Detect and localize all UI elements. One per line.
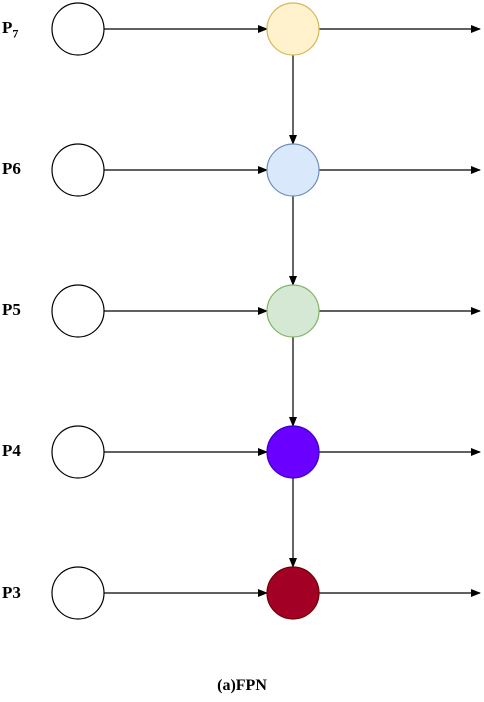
fused-node-p4 bbox=[266, 425, 320, 479]
level-label-p7: P7 bbox=[2, 18, 19, 41]
level-label-p4: P4 bbox=[2, 441, 21, 460]
input-node-p4 bbox=[51, 425, 105, 479]
input-node-p7 bbox=[51, 2, 105, 56]
nodes-group bbox=[51, 2, 320, 620]
level-label-p6: P6 bbox=[2, 159, 21, 178]
input-node-p6 bbox=[51, 143, 105, 197]
fused-node-p3 bbox=[266, 566, 320, 620]
fused-node-p7 bbox=[266, 2, 320, 56]
fused-node-p6 bbox=[266, 143, 320, 197]
input-node-p3 bbox=[51, 566, 105, 620]
level-label-p5: P5 bbox=[2, 300, 21, 319]
diagram-caption: (a)FPN bbox=[217, 677, 267, 694]
input-node-p5 bbox=[51, 284, 105, 338]
fused-node-p5 bbox=[266, 284, 320, 338]
edges-group bbox=[104, 25, 481, 597]
level-label-p3: P3 bbox=[2, 583, 21, 602]
